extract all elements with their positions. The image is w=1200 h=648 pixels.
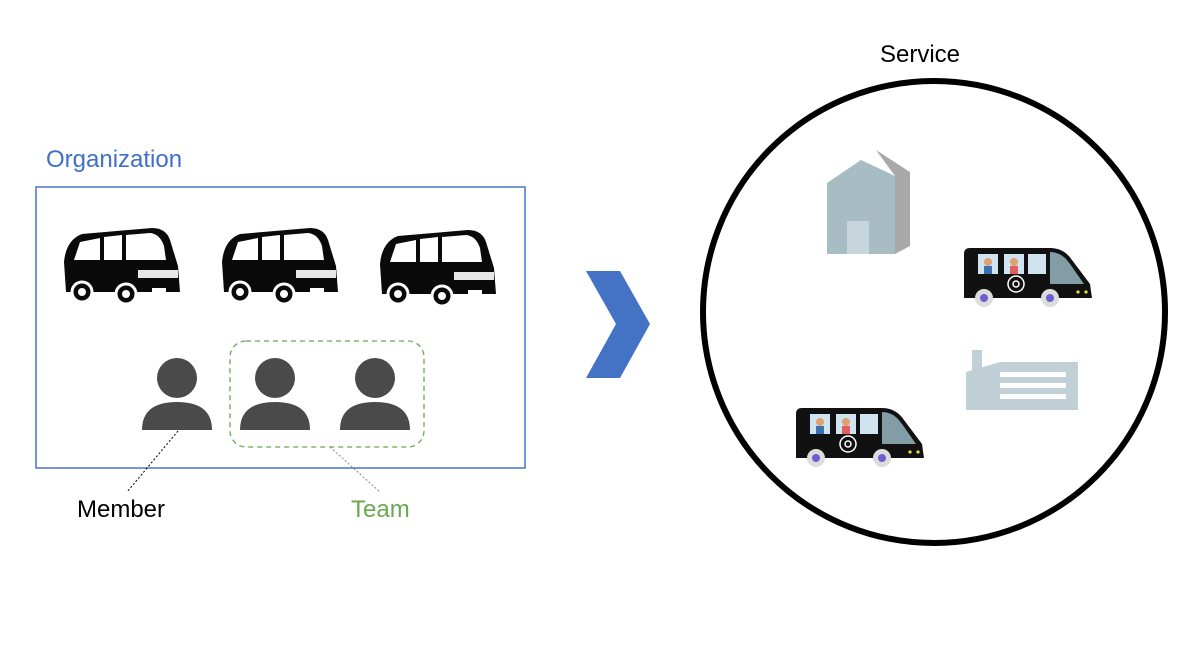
- house-icon: [827, 150, 910, 254]
- service-label: Service: [880, 41, 961, 68]
- team-leader-line: [329, 446, 381, 493]
- member-label: Member: [77, 496, 166, 523]
- member-leader-line: [126, 430, 179, 493]
- van-icon: [220, 226, 340, 306]
- van-icon: [378, 228, 498, 308]
- organization-box: [35, 186, 526, 469]
- robo-bus-icon: [795, 407, 925, 468]
- team-label: Team: [351, 496, 410, 523]
- team-box: [229, 340, 425, 448]
- factory-icon: [966, 350, 1078, 410]
- chevron-right-icon: [586, 271, 650, 378]
- person-icon: [240, 358, 310, 430]
- robo-bus-icon: [963, 247, 1093, 308]
- person-icon: [340, 358, 410, 430]
- van-icon: [62, 226, 182, 306]
- organization-label: Organization: [46, 146, 183, 173]
- person-icon: [142, 358, 212, 430]
- service-circle: [700, 78, 1168, 546]
